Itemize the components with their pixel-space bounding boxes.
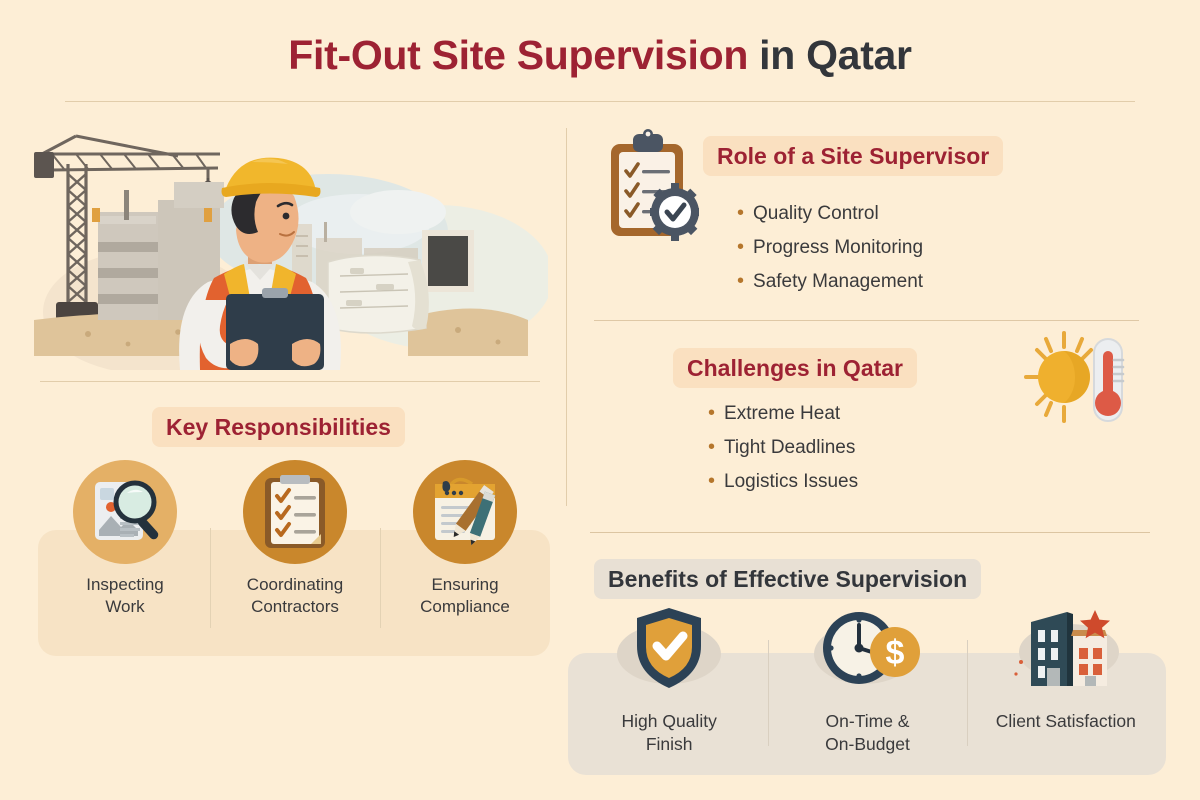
bullet-icon: • (737, 236, 745, 258)
challenges-in-qatar-bullets: • Extreme Heat • Tight Deadlines • Logis… (708, 403, 858, 505)
key-responsibility-label: Inspecting Work (86, 575, 164, 617)
benefits-list: High Quality Finish $ (570, 600, 1165, 756)
clock-dollar-icon: $ (808, 600, 926, 696)
benefit-item-high-quality[interactable]: High Quality Finish (570, 600, 768, 756)
bullet-icon: • (737, 202, 745, 224)
page-title-secondary: in Qatar (748, 32, 912, 78)
right-column-divider-2 (590, 532, 1150, 533)
svg-text:$: $ (886, 634, 905, 672)
list-item: • Progress Monitoring (737, 237, 923, 259)
benefit-label: High Quality Finish (621, 711, 717, 754)
bullet-icon: • (737, 270, 745, 292)
right-column-divider-1 (594, 320, 1139, 321)
role-of-site-supervisor-heading: Role of a Site Supervisor (703, 136, 1004, 176)
page-title: Fit-Out Site Supervision in Qatar (0, 32, 1200, 79)
benefit-label: Client Satisfaction (995, 711, 1136, 731)
document-pencils-icon (413, 460, 517, 564)
bullet-icon: • (708, 436, 716, 458)
sun-thermometer-icon (1022, 327, 1134, 427)
list-item: • Quality Control (737, 203, 923, 225)
role-of-site-supervisor-bullets: • Quality Control • Progress Monitoring … (737, 203, 923, 305)
key-responsibilities-heading: Key Responsibilities (152, 407, 405, 447)
list-item: • Tight Deadlines (708, 437, 858, 459)
list-item-label: Logistics Issues (724, 471, 859, 492)
challenges-in-qatar-heading: Challenges in Qatar (673, 348, 918, 388)
list-item-label: Tight Deadlines (724, 437, 856, 458)
benefit-item-client-satisfaction[interactable]: Client Satisfaction (966, 600, 1165, 756)
benefit-item-on-time-budget[interactable]: $ On-Time & On-Budget (768, 600, 966, 756)
column-divider (566, 128, 567, 506)
list-item: • Extreme Heat (708, 403, 858, 425)
bullet-icon: • (708, 470, 716, 492)
bullet-icon: • (708, 402, 716, 424)
list-item: • Logistics Issues (708, 471, 858, 493)
key-responsibility-item-inspecting[interactable]: Inspecting Work (40, 460, 210, 618)
page-title-primary: Fit-Out Site Supervision (288, 32, 749, 78)
key-responsibility-item-ensuring[interactable]: Ensuring Compliance (380, 460, 550, 629)
key-responsibility-label: Coordinating Contractors (246, 575, 344, 617)
shield-check-icon (610, 600, 728, 696)
construction-site-illustration (28, 112, 553, 374)
benefits-heading: Benefits of Effective Supervision (594, 559, 982, 599)
benefit-label: On-Time & On-Budget (825, 711, 910, 754)
clipboard-gear-check-icon (607, 124, 700, 248)
list-item-label: Quality Control (753, 203, 879, 224)
list-item-label: Safety Management (753, 271, 924, 292)
list-item-label: Progress Monitoring (753, 237, 924, 258)
list-item-label: Extreme Heat (724, 403, 841, 424)
key-responsibility-label: Ensuring Compliance (420, 575, 510, 617)
key-responsibilities-list: Inspecting Work (40, 460, 550, 629)
title-divider (65, 101, 1135, 102)
key-responsibility-item-coordinating[interactable]: Coordinating Contractors (210, 460, 380, 629)
magnifier-document-icon (73, 460, 177, 564)
left-column-divider (40, 381, 540, 382)
list-item: • Safety Management (737, 271, 923, 293)
clipboard-checklist-icon (243, 460, 347, 564)
buildings-star-icon (1007, 600, 1125, 696)
